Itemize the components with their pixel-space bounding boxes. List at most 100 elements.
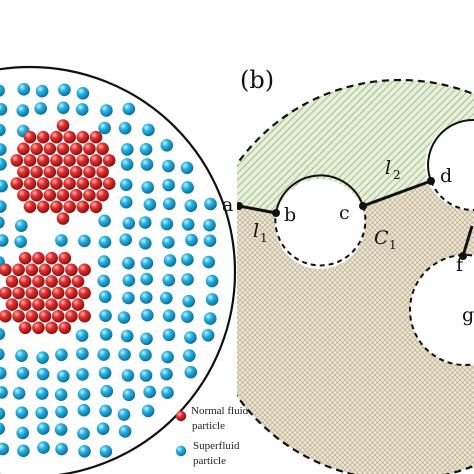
- superfluid-particle: [140, 256, 154, 270]
- superfluid-particle: [181, 253, 194, 266]
- superfluid-particle: [163, 254, 177, 267]
- superfluid-particle: [100, 104, 113, 117]
- normal-fluid-particle: [83, 142, 96, 156]
- superfluid-particle: [16, 426, 30, 440]
- superfluid-particle: [162, 178, 175, 192]
- superfluid-particle: [76, 368, 89, 381]
- normal-fluid-particle: [38, 263, 52, 277]
- superfluid-particle: [57, 369, 70, 383]
- hole-top-right-upper-arc: [427, 118, 474, 182]
- superfluid-particle: [160, 291, 173, 305]
- superfluid-particle: [55, 234, 68, 247]
- normal-fluid-particle: [43, 142, 57, 156]
- cut-line-c-d: [362, 179, 432, 208]
- superfluid-particle: [12, 387, 26, 400]
- superfluid-particle: [99, 404, 112, 418]
- superfluid-particle: [185, 233, 198, 247]
- normal-fluid-particle: [96, 142, 109, 156]
- superfluid-particle: [143, 385, 156, 399]
- superfluid-particle: [119, 233, 132, 246]
- superfluid-legend-line2: particle: [193, 455, 226, 467]
- superfluid-particle: [182, 294, 195, 308]
- point-b: [272, 209, 280, 217]
- superfluid-particle: [100, 384, 114, 398]
- normal-fluid-particle: [25, 309, 39, 323]
- normal-fluid-particle: [30, 165, 43, 179]
- normal-fluid-particle: [78, 263, 91, 277]
- superfluid-particle: [99, 328, 113, 341]
- superfluid-particle: [141, 308, 154, 322]
- cut-line-f: [461, 225, 474, 257]
- superfluid-particle: [139, 143, 153, 156]
- normal-fluid-particle: [45, 275, 58, 288]
- superfluid-particle: [161, 386, 174, 400]
- superfluid-particle: [0, 327, 6, 341]
- normal-fluid-particle: [56, 142, 70, 156]
- normal-fluid-particle: [69, 188, 83, 202]
- normal-fluid-particle: [12, 286, 25, 300]
- superfluid-particle: [142, 123, 155, 137]
- superfluid-particle: [122, 256, 135, 270]
- superfluid-particle: [0, 348, 5, 361]
- superfluid-particle: [160, 217, 174, 231]
- normal-fluid-particle: [30, 142, 43, 156]
- normal-fluid-particle: [38, 309, 52, 323]
- normal-fluid-particle: [58, 251, 72, 265]
- label-c1: C 1: [374, 227, 397, 252]
- label-l1-main: l: [253, 220, 259, 242]
- superfluid-particle: [54, 388, 68, 402]
- superfluid-particle: [162, 236, 175, 249]
- hole-bottom-right: [410, 255, 474, 365]
- normal-fluid-legend-line2: particle: [192, 420, 225, 432]
- superfluid-particle: [203, 234, 217, 247]
- superfluid-particle: [122, 388, 136, 402]
- superfluid-particle: [55, 442, 68, 456]
- superfluid-particle: [55, 348, 68, 362]
- panel-b: (b): [222, 66, 474, 474]
- normal-fluid-particle: [56, 119, 70, 132]
- superfluid-particle: [120, 329, 134, 343]
- superfluid-particle: [122, 217, 136, 230]
- superfluid-particle: [160, 139, 174, 152]
- normal-fluid-particle: [76, 154, 90, 167]
- label-l1: l 1: [253, 220, 268, 245]
- normal-fluid-particle: [23, 154, 37, 167]
- superfluid-particle: [138, 216, 152, 229]
- superfluid-particle: [36, 351, 49, 365]
- normal-fluid-particle: [89, 177, 103, 190]
- normal-fluid-particle: [96, 165, 109, 179]
- superfluid-particle: [162, 159, 175, 173]
- normal-fluid-particle: [71, 298, 85, 311]
- normal-fluid-particle: [30, 188, 43, 202]
- superfluid-particle: [205, 274, 219, 288]
- point-c: [359, 202, 367, 210]
- superfluid-particle: [141, 181, 154, 194]
- normal-fluid-particle: [12, 309, 25, 323]
- hole-left-lower-arc: [274, 205, 367, 267]
- normal-fluid-particle: [0, 309, 12, 323]
- normal-fluid-particle: [83, 188, 96, 202]
- superfluid-particle: [0, 234, 9, 247]
- normal-fluid-particle: [17, 165, 30, 179]
- superfluid-particle: [76, 347, 89, 361]
- normal-fluid-particle: [78, 309, 91, 323]
- superfluid-particle: [36, 367, 50, 381]
- superfluid-particle: [98, 290, 112, 304]
- superfluid-particle: [0, 422, 5, 435]
- normal-fluid-particle: [51, 309, 65, 323]
- label-l2-main: l: [385, 157, 391, 179]
- superfluid-particle: [76, 87, 90, 100]
- superfluid-particle: [0, 200, 7, 213]
- normal-fluid-particle: [71, 275, 85, 288]
- superfluid-particle: [35, 387, 49, 400]
- normal-fluid-particle: [58, 321, 72, 335]
- superfluid-particle: [55, 405, 68, 419]
- normal-fluid-particle: [58, 298, 72, 311]
- superfluid-particle: [0, 143, 7, 156]
- superfluid-particle: [181, 310, 194, 324]
- normal-fluid-particle: [89, 200, 103, 214]
- superfluid-particle: [77, 403, 91, 417]
- superfluid-particle: [181, 273, 194, 286]
- hole-top-right: [425, 120, 474, 210]
- superfluid-particle: [139, 369, 153, 382]
